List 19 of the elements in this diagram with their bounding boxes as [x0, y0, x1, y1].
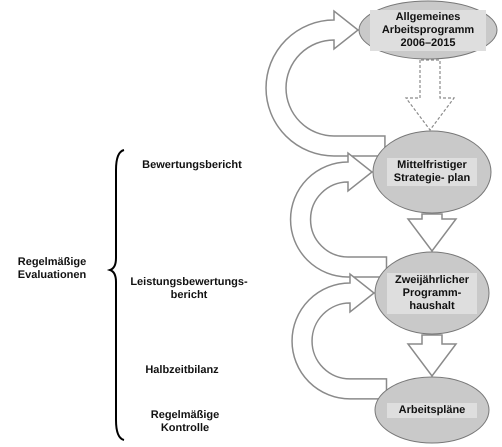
text-label: Leistungsbewertungs- bericht	[129, 276, 249, 302]
block-arrow	[290, 152, 388, 278]
node-label: Allgemeines Arbeitsprogramm 2006–2015	[370, 10, 486, 50]
text-label: Halbzeitbilanz	[144, 364, 220, 377]
node-label: Mittelfristiger Strategie- plan	[387, 158, 477, 186]
ellipse-node	[374, 376, 490, 444]
ellipse-node	[358, 0, 498, 60]
block-arrow	[291, 273, 388, 400]
node-label: Zweijährlicher Programm- haushalt	[387, 272, 477, 314]
ellipse-node	[372, 130, 492, 214]
block-arrow	[406, 334, 458, 378]
text-label: Regelmäßige Evaluationen	[16, 256, 88, 282]
text-label: Regelmäßige Kontrolle	[150, 409, 220, 435]
ellipse-node	[374, 251, 490, 335]
block-arrow	[404, 59, 456, 131]
block-arrow	[406, 213, 458, 252]
node-label: Arbeitspläne	[387, 402, 477, 418]
text-label: Bewertungsbericht	[141, 159, 243, 172]
block-arrow	[265, 10, 386, 157]
